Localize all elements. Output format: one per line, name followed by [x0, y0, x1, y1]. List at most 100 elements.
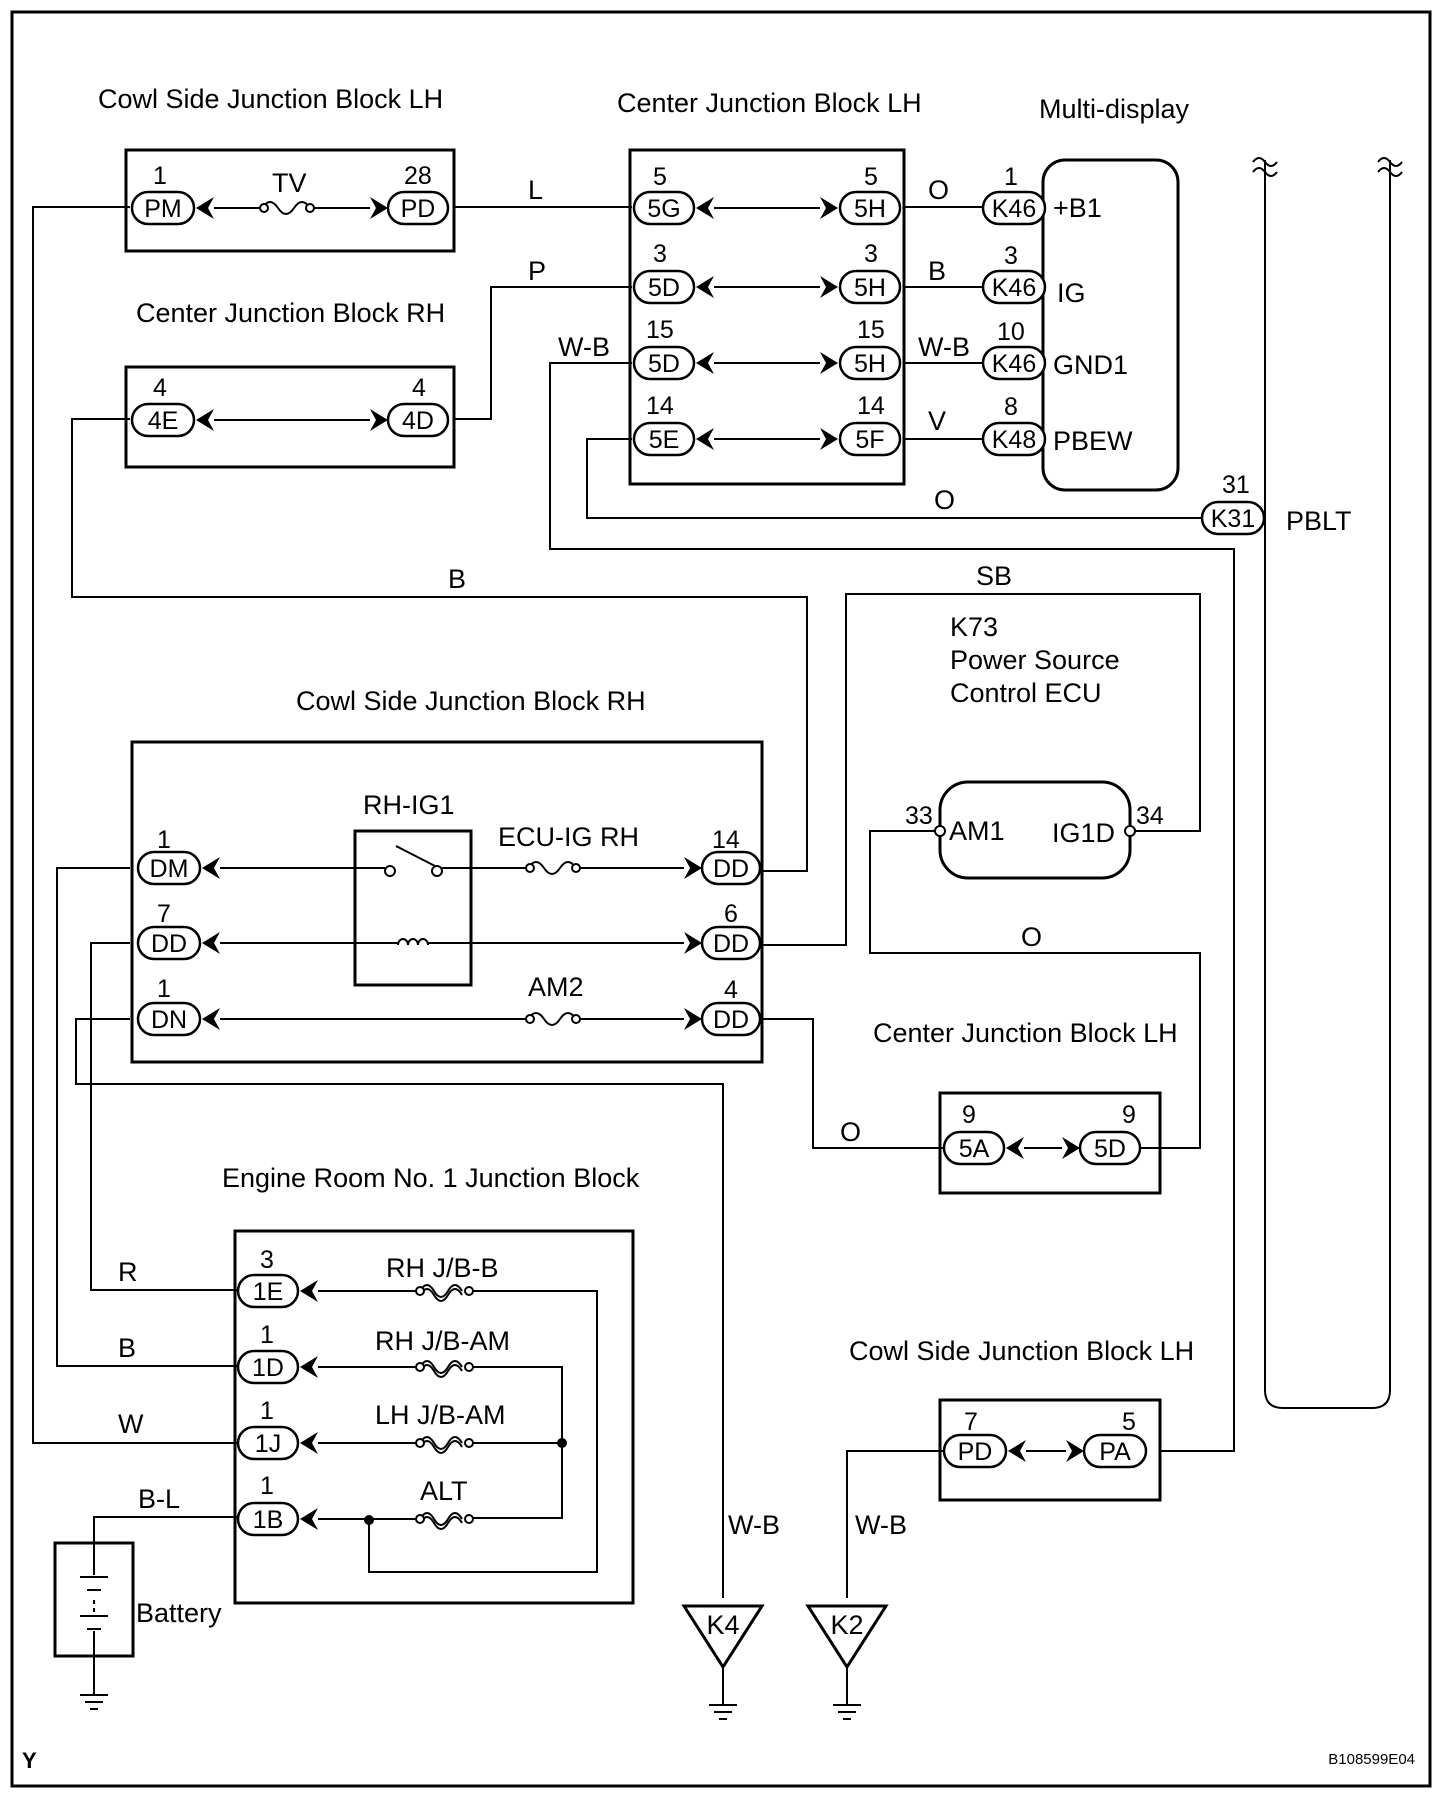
- connector-label: K46: [992, 350, 1036, 378]
- ecu-title-line: Power Source: [950, 645, 1120, 675]
- pin-number: 1: [260, 1472, 274, 1500]
- fuse-label: RH J/B-AM: [375, 1326, 510, 1356]
- connector-label: 5H: [854, 350, 886, 378]
- block-title: Center Junction Block RH: [136, 298, 445, 328]
- fuse-label: ALT: [420, 1476, 468, 1506]
- wire-label-b-l: B-L: [138, 1484, 180, 1514]
- wire-label-l: L: [528, 175, 543, 205]
- connector-label: 1D: [252, 1354, 284, 1382]
- pin-number: 3: [864, 240, 878, 268]
- pin-number: 31: [1222, 471, 1250, 499]
- pin-number: 9: [962, 1101, 976, 1129]
- pin-number: 4: [153, 374, 167, 402]
- cowl-side-junction-block-lh-bottom: Cowl Side Junction Block LH 7 PD 5 PA: [849, 1336, 1194, 1502]
- connector-label: PD: [958, 1438, 993, 1466]
- connector-label: 5H: [854, 274, 886, 302]
- connector-label: DD: [713, 855, 749, 883]
- connector-label: K46: [992, 274, 1036, 302]
- wire-label-b: B: [448, 564, 466, 594]
- connector-label: 1J: [255, 1430, 281, 1458]
- pin-number: 4: [412, 374, 426, 402]
- fusible-link-icon: [419, 1436, 463, 1454]
- fuse-label: ECU-IG RH: [498, 822, 639, 852]
- connector-label: DD: [713, 1006, 749, 1034]
- pin-number: 3: [260, 1246, 274, 1274]
- fuse-icon: [527, 861, 577, 875]
- pin-number: 1: [157, 975, 171, 1003]
- fusible-link-icon: [419, 1512, 463, 1530]
- connector-label: 1B: [253, 1506, 284, 1534]
- cowl-side-junction-block-rh: Cowl Side Junction Block RH RH-IG1 1 DM …: [130, 686, 764, 1064]
- pin-number: 33: [905, 802, 933, 830]
- engine-room-junction-block: Engine Room No. 1 Junction Block 3 1E RH…: [222, 1163, 640, 1605]
- ecu-title-line: Control ECU: [950, 678, 1102, 708]
- connector-label: 5D: [648, 350, 680, 378]
- pin-number: 7: [964, 1408, 978, 1436]
- pin-number: 10: [997, 318, 1025, 346]
- connector-label: 5G: [647, 195, 680, 223]
- connector-label: PA: [1099, 1438, 1131, 1466]
- block-title: Center Junction Block LH: [873, 1018, 1178, 1048]
- pin-number: 28: [404, 162, 432, 190]
- pin-number: 14: [857, 392, 885, 420]
- connector-label: DD: [151, 930, 187, 958]
- battery-label: Battery: [136, 1598, 222, 1628]
- connector-label: K46: [992, 195, 1036, 223]
- pin-number: 34: [1136, 802, 1164, 830]
- corner-letter: Y: [22, 1748, 37, 1773]
- connector-label: 4D: [402, 407, 434, 435]
- relay-label: RH-IG1: [363, 790, 455, 820]
- wire-label-o: O: [840, 1117, 861, 1147]
- pin-number: 5: [1122, 1408, 1136, 1436]
- wire-label-o: O: [928, 175, 949, 205]
- pin-number: 1: [157, 826, 171, 854]
- pin-number: 15: [857, 316, 885, 344]
- connector-label: 5F: [855, 426, 884, 454]
- connector-label: 1E: [253, 1278, 284, 1306]
- center-junction-block-rh: Center Junction Block RH 4 4E 4 4D: [124, 298, 456, 469]
- block-title: Cowl Side Junction Block LH: [98, 84, 443, 114]
- connector-label: 5D: [648, 274, 680, 302]
- fusible-link-icon: [419, 1360, 463, 1378]
- connector-label: 5E: [649, 426, 680, 454]
- terminal-label: IG: [1057, 278, 1086, 308]
- terminal-label: PBLT: [1286, 506, 1352, 536]
- block-title: Engine Room No. 1 Junction Block: [222, 1163, 640, 1193]
- wire-label-w-b: W-B: [558, 332, 610, 362]
- fuse-label: AM2: [528, 972, 584, 1002]
- terminal-label: AM1: [949, 816, 1005, 846]
- pin-number: 1: [153, 162, 167, 190]
- wire-label-r: R: [118, 1257, 138, 1287]
- ground-k4: K4: [681, 1604, 765, 1720]
- terminal-label: +B1: [1053, 193, 1102, 223]
- wire-label-sb: SB: [976, 561, 1012, 591]
- pblt-connector: 31 K31 PBLT: [1200, 471, 1352, 536]
- pin-number: 6: [724, 900, 738, 928]
- connector-label: DN: [151, 1006, 187, 1034]
- terminal-label: PBEW: [1053, 426, 1133, 456]
- ground-label: K4: [706, 1610, 739, 1640]
- connector-label: 4E: [148, 407, 179, 435]
- pin-number: 15: [646, 316, 674, 344]
- wire-label-w-b: W-B: [855, 1510, 907, 1540]
- connector-label: 5D: [1094, 1135, 1126, 1163]
- terminal-label: GND1: [1053, 350, 1128, 380]
- fuse-label: RH J/B-B: [386, 1253, 499, 1283]
- pin-number: 9: [1122, 1101, 1136, 1129]
- wire-label-w-b: W-B: [918, 332, 970, 362]
- cowl-side-junction-block-lh-top: Cowl Side Junction Block LH 1 PM TV 28 P…: [98, 84, 456, 253]
- pin-number: 14: [712, 826, 740, 854]
- wire-label-b: B: [118, 1333, 136, 1363]
- pin-number: 1: [1004, 163, 1018, 191]
- pin-number: 5: [653, 163, 667, 191]
- power-source-control-ecu: K73 Power Source Control ECU 33 AM1 34 I…: [905, 612, 1164, 880]
- ground-k2: K2: [805, 1604, 889, 1720]
- connector-label: DM: [150, 855, 189, 883]
- wire-label-v: V: [928, 406, 946, 436]
- wire-label-o: O: [1021, 922, 1042, 952]
- pin-number: 7: [157, 900, 171, 928]
- connector-label: PD: [401, 195, 436, 223]
- wires: [32, 157, 1403, 1695]
- block-title: Multi-display: [1039, 94, 1190, 124]
